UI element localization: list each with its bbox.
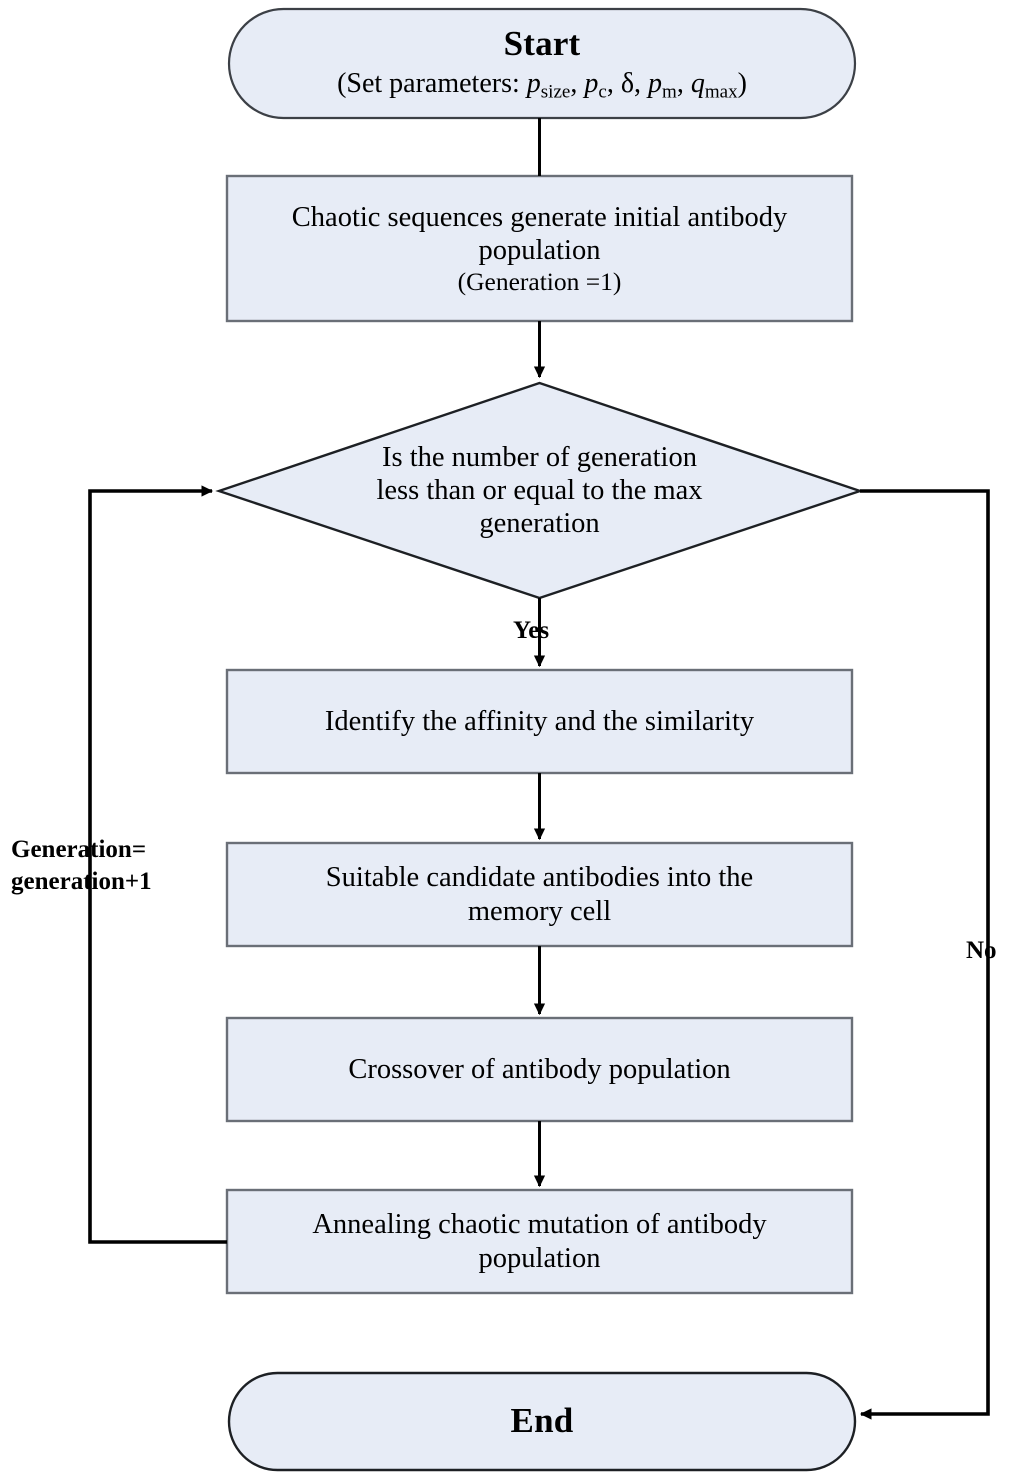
node-decision-shape[interactable] bbox=[215, 381, 864, 600]
connector-decision-no bbox=[859, 489, 990, 1420]
node-end-shape[interactable] bbox=[227, 1371, 857, 1472]
node-mutation-shape[interactable] bbox=[225, 1188, 854, 1295]
node-crossover-shape[interactable] bbox=[225, 1016, 854, 1123]
node-start-shape[interactable] bbox=[227, 7, 857, 120]
node-memory-shape[interactable] bbox=[225, 841, 854, 948]
connector-feedback-loop bbox=[88, 485, 227, 1244]
node-identify-shape[interactable] bbox=[225, 668, 854, 775]
node-init-shape[interactable] bbox=[225, 174, 854, 323]
